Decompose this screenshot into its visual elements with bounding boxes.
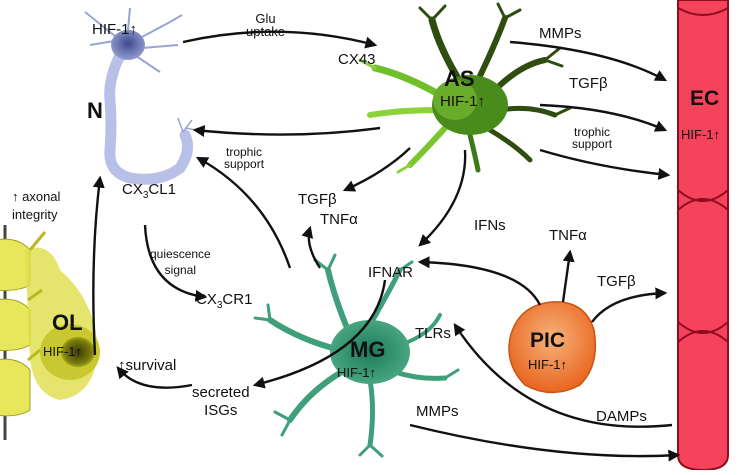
ifnar-label: IFNAR (368, 264, 413, 281)
arrow-damps-to-mg (453, 322, 673, 428)
neuron-name-label: N (87, 98, 103, 123)
neuron-hif-label: HIF-1↑ (92, 21, 137, 38)
tgfb-mid-label: TGFβ (298, 191, 337, 208)
quiescence-signal-label: quiescence signal (150, 247, 211, 278)
tlrs-label: TLRs (415, 325, 451, 342)
ifns-label: IFNs (474, 217, 506, 234)
arrow-survival (116, 366, 193, 389)
trophic-as-ec-label: trophic support (572, 125, 613, 151)
tgfb-as-label: TGFβ (569, 75, 608, 92)
arrow-ol-to-n (92, 175, 105, 356)
arrow-ifnar-to-isgs (252, 279, 387, 389)
trophic-mg-n-label: trophic support (224, 145, 265, 171)
damps-label: DAMPs (596, 408, 647, 425)
microglia-cell (253, 253, 460, 458)
tgfb-pic-label: TGFβ (597, 273, 636, 290)
axonal-integrity-label: ↑ axonal integrity (12, 189, 61, 222)
arrow-mg-trophic-to-n (195, 156, 292, 269)
pic-hif-label: HIF-1↑ (528, 357, 567, 372)
arrow-pic-to-tnfa (561, 249, 575, 303)
glu-uptake-label: Glu uptake (246, 11, 286, 39)
arrow-pic-ifns-to-ifnar (417, 256, 542, 306)
astrocyte-name-label: AS (444, 66, 475, 91)
endothelial-cell (677, 0, 729, 472)
arrow-trophic-to-ec (539, 148, 671, 180)
endothelial-name-label: EC (690, 87, 720, 110)
microglia-name-label: MG (350, 337, 386, 362)
arrow-as-to-tgfb (342, 147, 411, 192)
arrow-mmps-to-ec-bottom (409, 423, 681, 462)
survival-label: ↑survival (118, 357, 177, 374)
astrocyte-hif-label: HIF-1↑ (440, 93, 485, 110)
cx43-label: CX43 (338, 51, 376, 68)
neuron-cell (84, 7, 197, 185)
mmps-top-label: MMPs (539, 25, 582, 42)
tnfa-pic-label: TNFα (549, 227, 587, 244)
arrow-tgfb-to-ec (539, 103, 668, 132)
arrow-as-ifns-to-ifnar (418, 149, 467, 247)
arrow-quiescence (143, 224, 208, 302)
arrow-mg-to-tnfa (301, 225, 322, 269)
pic-name-label: PIC (530, 329, 566, 352)
pic-cell (508, 301, 597, 394)
endothelial-hif-label: HIF-1↑ (681, 127, 720, 142)
cx3cl1-label: CX3CL1 (122, 181, 176, 201)
arrow-as-trophic-to-n (192, 125, 381, 137)
arrow-glu-uptake (182, 30, 378, 49)
oligodendrocyte-cell (0, 225, 100, 440)
arrow-pic-to-tgfb (591, 287, 668, 323)
oligodendrocyte-name-label: OL (52, 310, 83, 335)
astrocyte-cell (358, 2, 572, 174)
microglia-hif-label: HIF-1↑ (337, 365, 376, 380)
mmps-bottom-label: MMPs (416, 403, 459, 420)
secreted-isgs-label: secreted ISGs (192, 384, 250, 419)
arrows (92, 30, 681, 462)
arrow-mmps-to-ec (509, 40, 668, 82)
tnfa-mid-label: TNFα (320, 211, 358, 228)
cx3cr1-label: CX3CR1 (196, 291, 253, 311)
oligodendrocyte-hif-label: HIF-1↑ (43, 344, 82, 359)
